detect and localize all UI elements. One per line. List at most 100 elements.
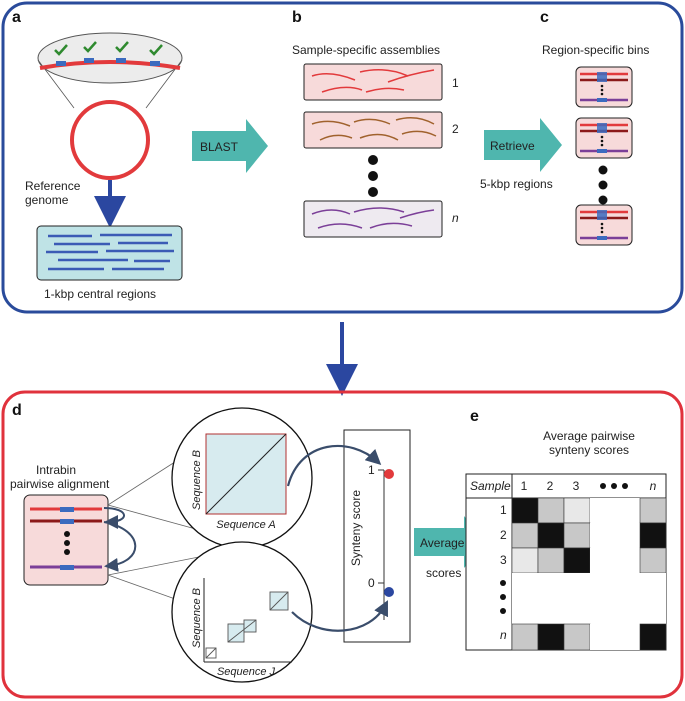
- retrieve-sub-label: 5-kbp regions: [480, 177, 553, 191]
- bin-n: [575, 204, 633, 246]
- heatmap-cell: [563, 547, 591, 574]
- assemblies-title: Sample-specific assemblies: [292, 43, 440, 57]
- check-icon: [149, 44, 163, 56]
- blast-label: BLAST: [200, 140, 239, 154]
- intrabin-box: [23, 494, 109, 586]
- col-ellipsis-dot: [611, 483, 617, 489]
- ellipsis-dot: [598, 165, 608, 175]
- heatmap-cell: [639, 497, 667, 524]
- heatmap-cell: [639, 522, 667, 549]
- heatmap-cell: [590, 498, 640, 523]
- assembly-row-label-1: 1: [452, 76, 459, 90]
- heatmap-cell: [537, 623, 565, 651]
- ellipsis-dot: [368, 187, 378, 197]
- tick-0-label: 0: [368, 576, 375, 590]
- heatmap-cell: [563, 522, 591, 549]
- seq-b-bottom-label: Sequence B: [191, 588, 203, 648]
- check-icon: [115, 41, 129, 53]
- heatmap-cell: [590, 573, 640, 624]
- heatmap-title-2: synteny scores: [549, 443, 629, 457]
- seq-a-label: Sequence A: [216, 519, 276, 531]
- heatmap-cell: [511, 547, 539, 574]
- bins-title: Region-specific bins: [542, 43, 649, 57]
- heatmap-cell: [538, 573, 564, 624]
- panel-label-b: b: [292, 9, 302, 26]
- col-header-3: 3: [573, 479, 580, 493]
- dotplot-circle-bottom: [171, 541, 313, 683]
- row-ellipsis-dot: [500, 608, 506, 614]
- score-arrow-bottom: [291, 600, 388, 632]
- reference-label-2: genome: [25, 193, 69, 207]
- assembly-row-label-n: n: [452, 211, 459, 225]
- col-ellipsis-dot: [622, 483, 628, 489]
- intrabin-label-2: pairwise alignment: [10, 477, 110, 491]
- check-icon: [83, 41, 97, 53]
- assembly-box-1: [303, 63, 443, 101]
- heatmap-cell: [563, 623, 591, 651]
- retrieve-arrow: [484, 118, 562, 172]
- top-frame: [1, 1, 684, 314]
- bin-2: [575, 117, 633, 159]
- heatmap-cell: [537, 547, 565, 574]
- pair-arrow: [103, 521, 137, 572]
- heatmap-cell: [590, 523, 640, 548]
- sample-header: Sample: [470, 479, 511, 493]
- heatmap-cell: [564, 573, 590, 624]
- panel-label-c: c: [540, 9, 549, 26]
- heatmap-cell: [511, 623, 539, 651]
- pair-arrow: [103, 507, 125, 529]
- score-arrow-top: [286, 444, 382, 487]
- row-header-n: n: [500, 628, 507, 642]
- dotplot-bottom: [205, 591, 289, 659]
- bottom-frame: [1, 390, 684, 699]
- central-regions-label: 1-kbp central regions: [44, 287, 156, 301]
- col-ellipsis-dot: [600, 483, 606, 489]
- row-ellipsis-dot: [500, 580, 506, 586]
- synteny-score-label: Synteny score: [349, 490, 363, 566]
- col-header-1: 1: [521, 479, 528, 493]
- panel-label-d: d: [12, 402, 22, 419]
- row-header-2: 2: [500, 528, 507, 542]
- heatmap-cell: [537, 497, 565, 524]
- low-score-dot: [384, 587, 394, 597]
- heatmap-cell: [590, 548, 640, 573]
- reference-genome-circle: [70, 100, 150, 180]
- heatmap-cell: [511, 522, 539, 549]
- seq-b-top-label: Sequence B: [191, 450, 203, 510]
- average-sub-label: scores: [426, 566, 461, 580]
- assembly-box-n: [303, 200, 443, 238]
- heatmap-cell: [590, 624, 640, 650]
- chromosome-zoom: [39, 60, 181, 70]
- high-score-dot: [384, 469, 394, 479]
- heatmap-cell: [511, 497, 539, 524]
- ellipsis-dot: [368, 171, 378, 181]
- heatmap-cell: [639, 547, 667, 574]
- central-regions-box: [36, 225, 183, 281]
- tick-1-label: 1: [368, 463, 375, 477]
- heatmap-title: Average pairwise: [543, 429, 635, 443]
- row-ellipsis-dot: [500, 594, 506, 600]
- ellipsis-dot: [598, 180, 608, 190]
- intrabin-label: Intrabin: [36, 463, 76, 477]
- bin-1: [575, 66, 633, 108]
- blast-arrow: [192, 119, 268, 173]
- zoom-ellipse: [37, 32, 183, 84]
- heatmap-cell: [512, 573, 538, 624]
- seq-j-label: Sequence J: [217, 666, 276, 678]
- heatmap-cell: [563, 497, 591, 524]
- assembly-row-label-2: 2: [452, 122, 459, 136]
- col-header-2: 2: [547, 479, 554, 493]
- panel-label-a: a: [12, 9, 21, 26]
- assembly-box-2: [303, 111, 443, 149]
- ellipsis-dot: [368, 155, 378, 165]
- heatmap-cell: [639, 623, 667, 651]
- reference-label: Reference: [25, 179, 81, 193]
- row-header-1: 1: [500, 503, 507, 517]
- check-icon: [54, 44, 68, 56]
- ellipsis-dot: [598, 195, 608, 205]
- heatmap-cell: [537, 522, 565, 549]
- retrieve-label: Retrieve: [490, 139, 535, 153]
- panel-label-e: e: [470, 408, 479, 425]
- row-header-3: 3: [500, 553, 507, 567]
